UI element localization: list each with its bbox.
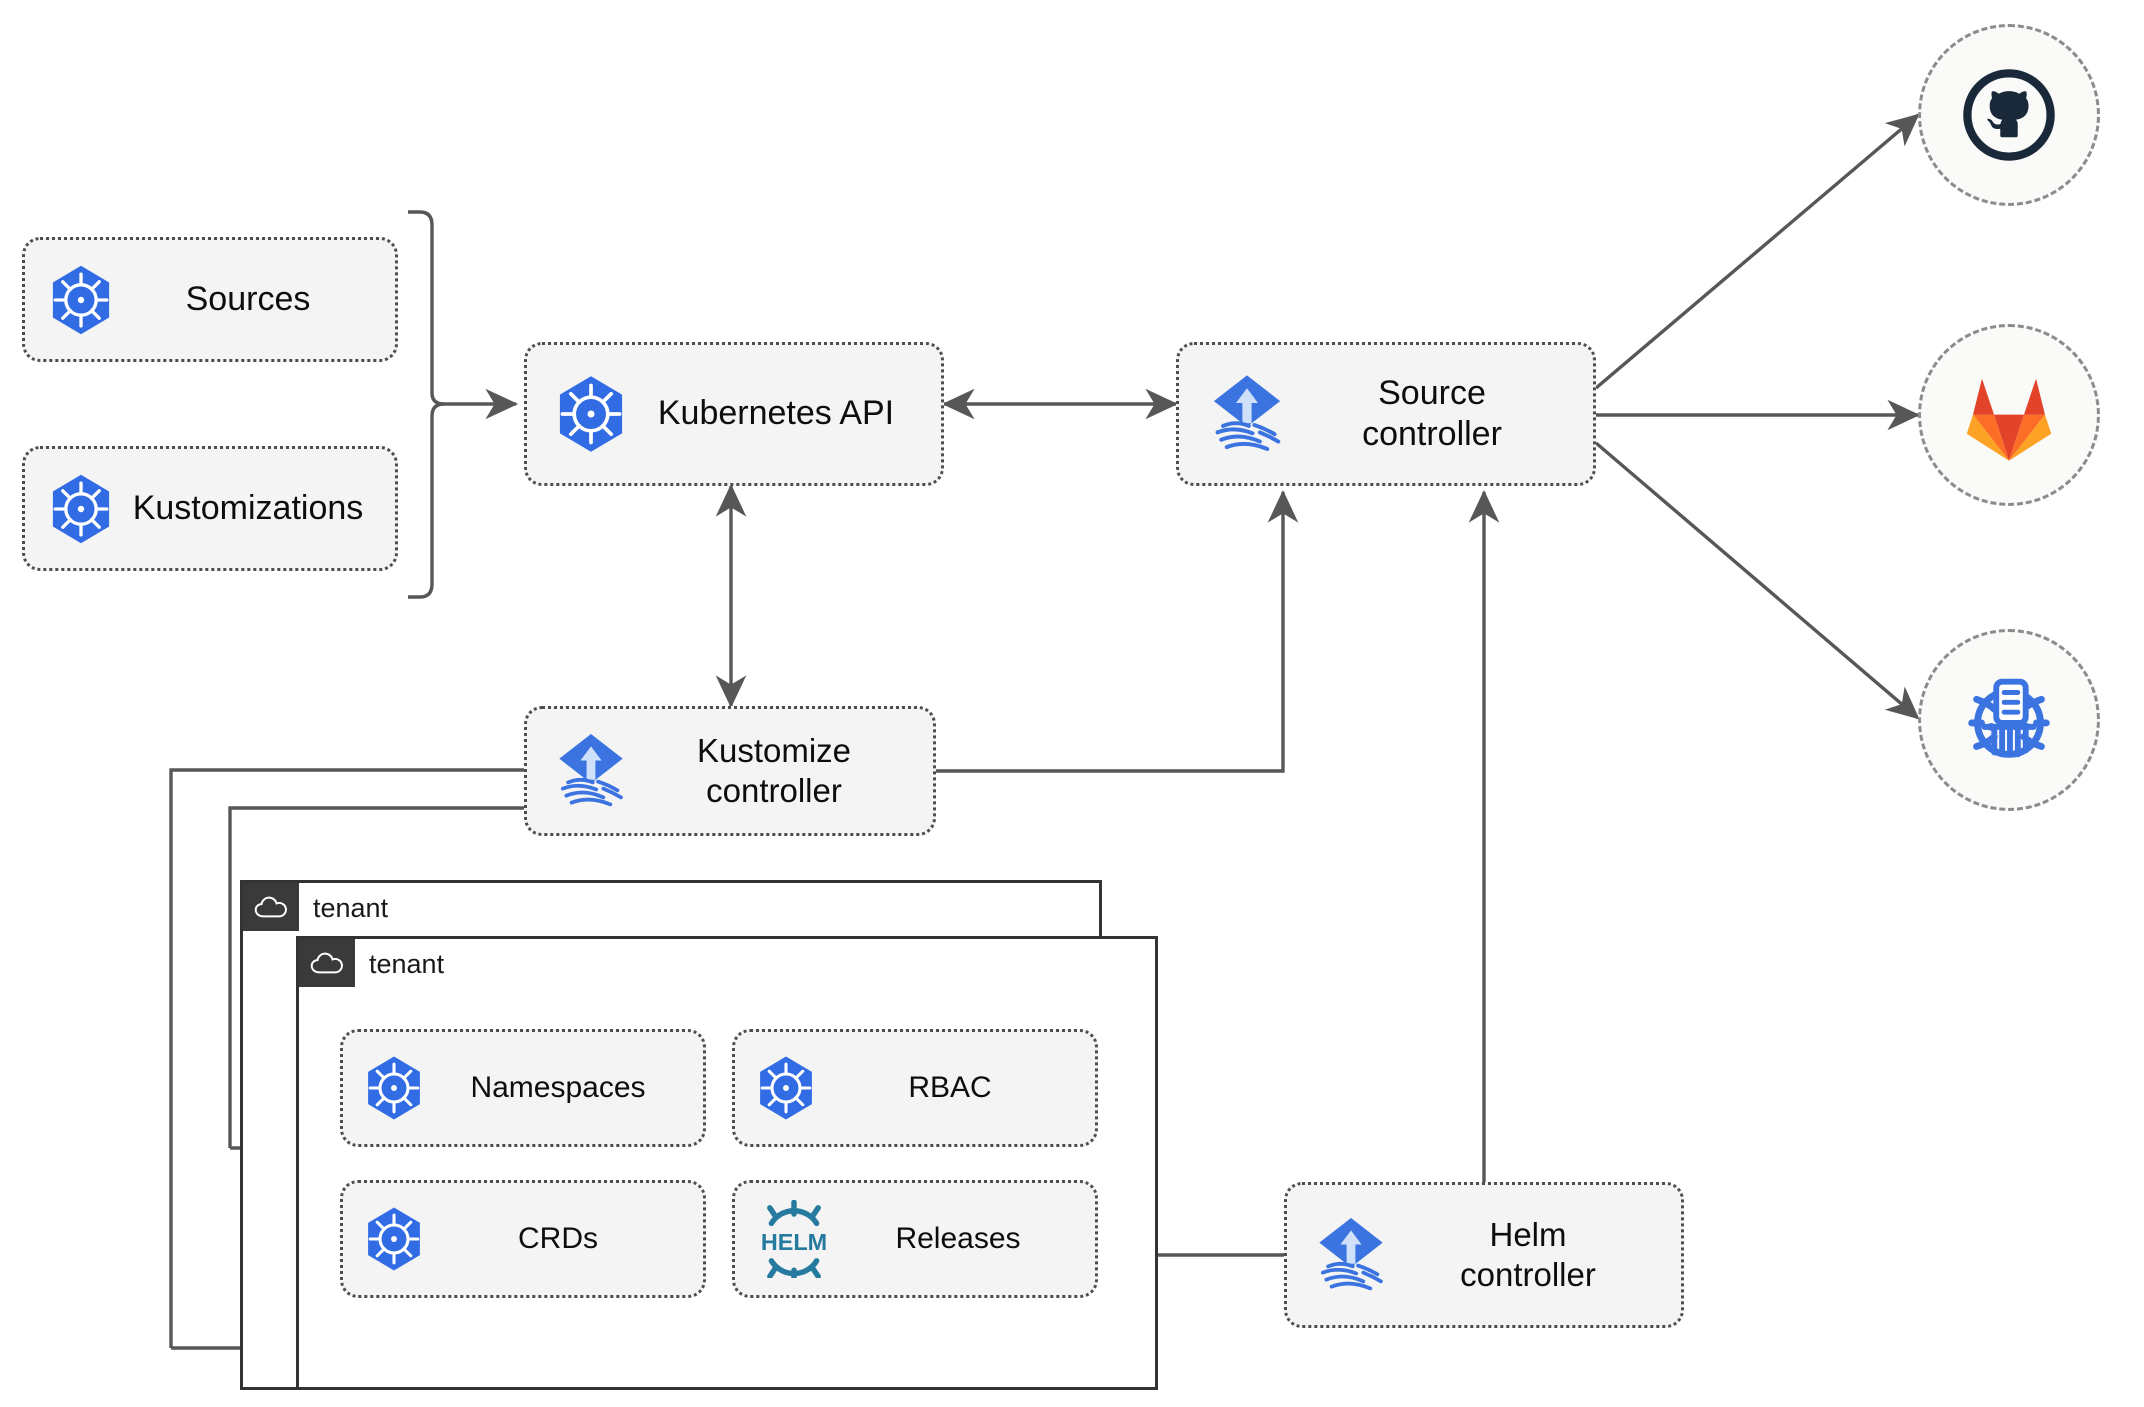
kubernetes-icon: [549, 372, 633, 456]
resource-label: Releases: [895, 1221, 1021, 1255]
resource-label: Namespaces: [470, 1070, 646, 1104]
tenant-title: tenant: [369, 949, 445, 979]
wire-source-to-helm-repo: [1594, 441, 1920, 720]
tenant-title: tenant: [313, 893, 389, 923]
resource-label: CRDs: [518, 1221, 598, 1255]
tenant-window-inner[interactable]: tenant: [296, 936, 1158, 1390]
wire-crd-bracket: [408, 210, 445, 599]
kubernetes-icon: [359, 1204, 429, 1274]
node-label: Source controller: [1362, 373, 1502, 453]
kubernetes-icon: [43, 471, 119, 547]
kubernetes-icon: [43, 262, 119, 338]
node-kubernetes-api[interactable]: Kubernetes API: [524, 342, 944, 486]
cloud-icon: [299, 939, 355, 987]
flux-icon: [1201, 368, 1293, 460]
kubernetes-icon: [359, 1053, 429, 1123]
svg-text:HELM: HELM: [761, 1229, 827, 1255]
provider-helm-repository[interactable]: [1918, 629, 2100, 811]
provider-github[interactable]: [1918, 24, 2100, 206]
node-kustomize-controller[interactable]: Kustomize controller: [524, 706, 936, 836]
provider-gitlab[interactable]: [1918, 324, 2100, 506]
github-icon: [1963, 69, 2055, 161]
node-label: Helm controller: [1460, 1215, 1596, 1293]
gitlab-icon: [1966, 378, 2052, 461]
flux-icon: [1307, 1211, 1395, 1299]
helm-chart-repository-icon: [1968, 678, 2050, 758]
node-source-controller[interactable]: Source controller: [1176, 342, 1596, 486]
helm-icon: HELM: [751, 1200, 837, 1278]
node-label: Kustomize controller: [696, 731, 852, 809]
kubernetes-icon: [751, 1053, 821, 1123]
crd-label: Sources: [185, 279, 311, 318]
crd-box-sources[interactable]: Sources: [22, 237, 398, 362]
resource-box-rbac[interactable]: RBAC: [732, 1029, 1098, 1147]
crd-box-kustomizations[interactable]: Kustomizations: [22, 446, 398, 571]
resource-box-releases[interactable]: HELM Releases: [732, 1180, 1098, 1298]
crd-label: Kustomizations: [132, 488, 364, 527]
wire-source-to-github: [1594, 113, 1920, 390]
wire-kustomize-to-source-controller: [936, 489, 1299, 773]
flux-icon: [547, 727, 635, 815]
resource-box-crds[interactable]: CRDs: [340, 1180, 706, 1298]
node-helm-controller[interactable]: Helm controller: [1284, 1182, 1684, 1328]
resource-box-namespaces[interactable]: Namespaces: [340, 1029, 706, 1147]
cloud-icon: [243, 883, 299, 931]
resource-label: RBAC: [908, 1070, 992, 1104]
node-label: Kubernetes API: [657, 394, 895, 433]
